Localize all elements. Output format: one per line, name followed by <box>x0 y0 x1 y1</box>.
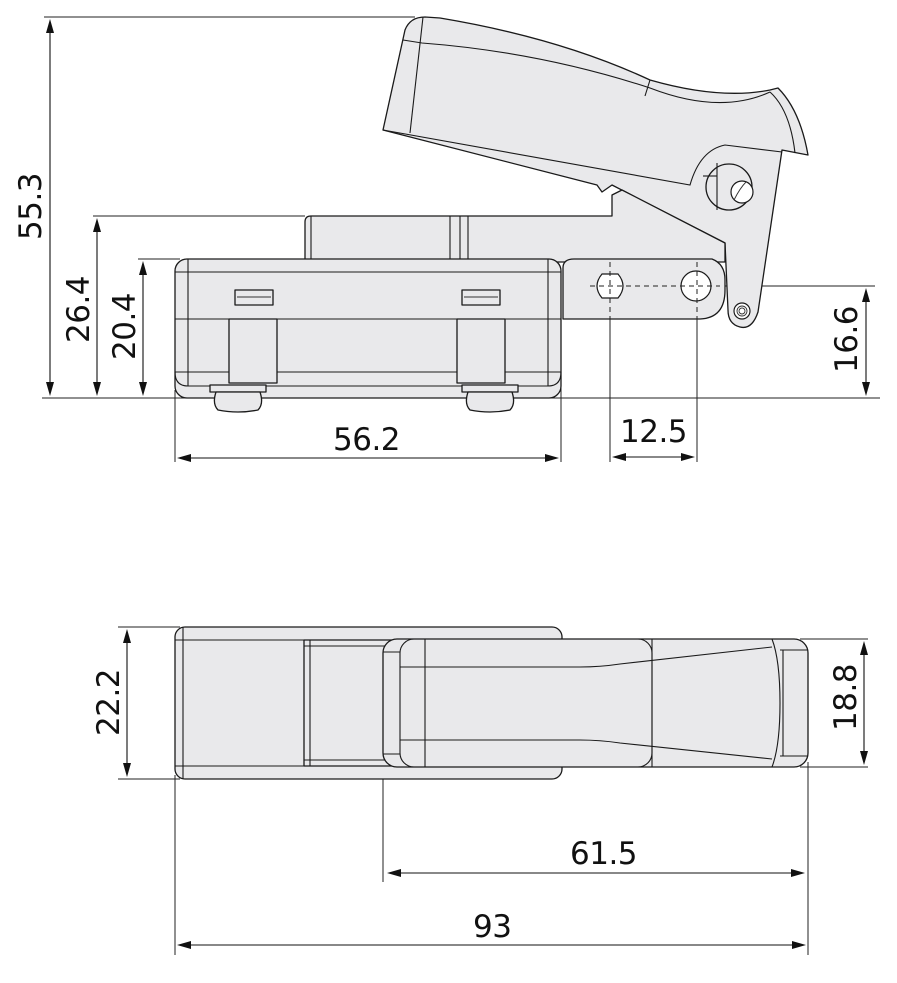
svg-text:56.2: 56.2 <box>333 422 400 458</box>
svg-text:61.5: 61.5 <box>570 836 637 872</box>
svg-text:20.4: 20.4 <box>107 293 143 360</box>
dimension-hole-spacing: 12.5 <box>612 414 695 461</box>
switch-body <box>174 258 562 413</box>
dimension-housing-width: 22.2 <box>91 629 131 777</box>
svg-text:12.5: 12.5 <box>620 414 687 450</box>
dimension-body-height: 20.4 <box>107 261 147 396</box>
svg-text:26.4: 26.4 <box>61 276 97 343</box>
mounting-tab <box>562 258 726 320</box>
dimension-overall-height: 55.3 <box>13 19 54 396</box>
trigger-top <box>382 638 809 768</box>
top-view: 22.2 18.8 61.5 93 <box>91 626 868 955</box>
dimension-trigger-length: 61.5 <box>387 836 805 877</box>
dimension-trigger-width: 18.8 <box>828 641 868 765</box>
svg-text:22.2: 22.2 <box>91 669 127 736</box>
upper-housing <box>304 189 726 263</box>
svg-text:55.3: 55.3 <box>13 173 49 240</box>
svg-text:18.8: 18.8 <box>828 664 864 731</box>
trigger-lever <box>382 16 809 329</box>
svg-text:93: 93 <box>473 909 511 945</box>
dimension-overall-length: 93 <box>177 909 806 949</box>
dimension-hole-center-height: 16.6 <box>829 288 870 396</box>
svg-text:16.6: 16.6 <box>829 306 865 373</box>
dimension-body-length: 56.2 <box>177 422 559 462</box>
side-view: 55.3 26.4 20.4 56.2 12.5 <box>13 16 880 462</box>
dimension-upper-housing-height: 26.4 <box>61 218 101 396</box>
